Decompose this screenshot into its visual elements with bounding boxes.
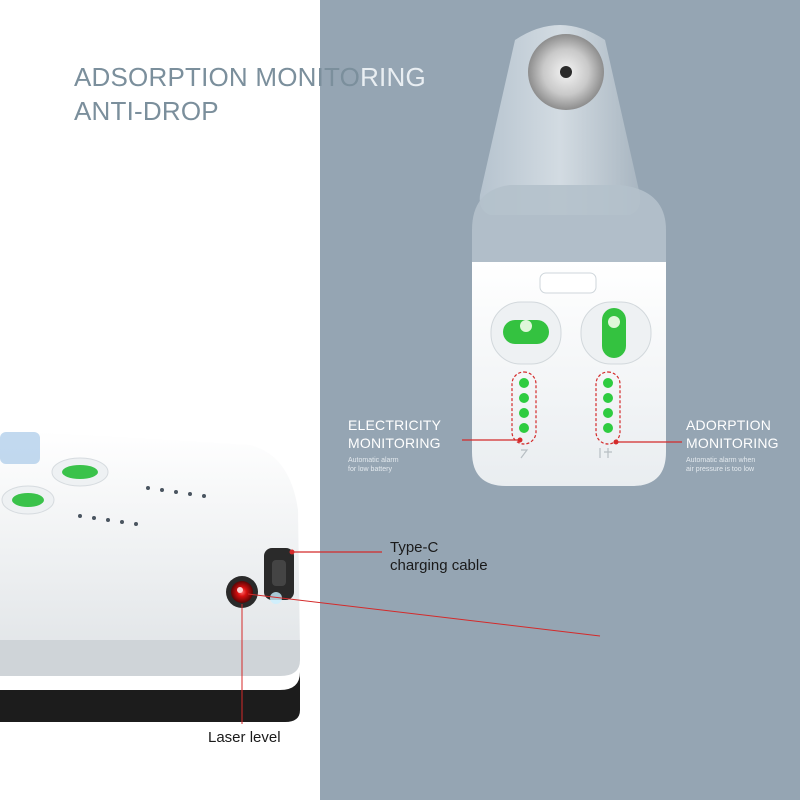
callout-adsorption-title-line-2: MONITORING [686, 435, 779, 451]
callout-electricity-subtitle: Automatic alarm for low battery [348, 456, 399, 474]
callout-electricity-sub-line-1: Automatic alarm [348, 457, 399, 464]
callout-adsorption-title: ADORPTION MONITORING [686, 416, 779, 452]
callout-adsorption-sub-line-2: air pressure is too low [686, 466, 755, 473]
callout-typec-label: Type-C charging cable [390, 539, 488, 575]
device-base-shadow [0, 672, 300, 722]
device-bottom-band [0, 640, 300, 676]
headline-line-2: ANTI-DROP [74, 96, 219, 126]
vertical-device [472, 25, 666, 486]
laser-highlight [237, 587, 243, 593]
callout-typec-line-2: charging cable [390, 557, 488, 574]
pressure-led [603, 423, 613, 433]
battery-symbol-icon [520, 449, 529, 459]
pressure-led [603, 393, 613, 403]
battery-led [519, 423, 529, 433]
headline-line-1: ADSORPTION MONITORING [74, 60, 426, 94]
status-light [270, 592, 282, 604]
bubble-horizontal [520, 320, 532, 332]
horizontal-led-row-bottom [78, 514, 138, 526]
callout-adsorption-subtitle: Automatic alarm when air pressure is too… [686, 456, 755, 474]
callout-lines [462, 437, 682, 445]
callout-adsorption-title-line-1: ADORPTION [686, 417, 772, 433]
callout-electricity-title: ELECTRICITY MONITORING [348, 416, 441, 452]
pressure-led [603, 378, 613, 388]
callout-electricity-title-line-1: ELECTRICITY [348, 417, 442, 433]
bubble-vertical [608, 316, 620, 328]
callout-adsorption-sub-line-1: Automatic alarm when [686, 457, 756, 464]
horizontal-led-row-top [146, 486, 206, 498]
lens-center [560, 66, 572, 78]
callout-typec-line-1: Type-C [390, 539, 439, 556]
pressure-symbol-icon [599, 448, 612, 458]
pressure-indicator-frame [595, 371, 621, 445]
battery-led [519, 378, 529, 388]
device-button [539, 272, 597, 294]
bubble-level-vertical [602, 308, 626, 358]
device-cap-edge [0, 432, 40, 464]
typec-port [272, 560, 286, 586]
pressure-led [603, 408, 613, 418]
horizontal-device [0, 430, 300, 722]
laser-beam [247, 593, 601, 637]
device-cap-collar [472, 185, 666, 262]
callout-electricity-sub-line-2: for low battery [348, 466, 392, 473]
battery-led [519, 408, 529, 418]
bubble-level-top [62, 465, 98, 479]
battery-led [519, 393, 529, 403]
callout-electricity-title-line-2: MONITORING [348, 435, 441, 451]
horizontal-device-body [0, 430, 300, 674]
device-body [472, 262, 666, 486]
headline-line-1-left: ADSORPTION MONITO [74, 62, 361, 92]
callout-lines-bottom [241, 549, 601, 724]
headline-line-1-right: RING [360, 62, 426, 92]
headline: ADSORPTION MONITORING ANTI-DROP [74, 60, 426, 128]
battery-indicator-frame [511, 371, 537, 445]
bubble-level-front [12, 493, 44, 507]
callout-laser-label: Laser level [208, 729, 281, 746]
